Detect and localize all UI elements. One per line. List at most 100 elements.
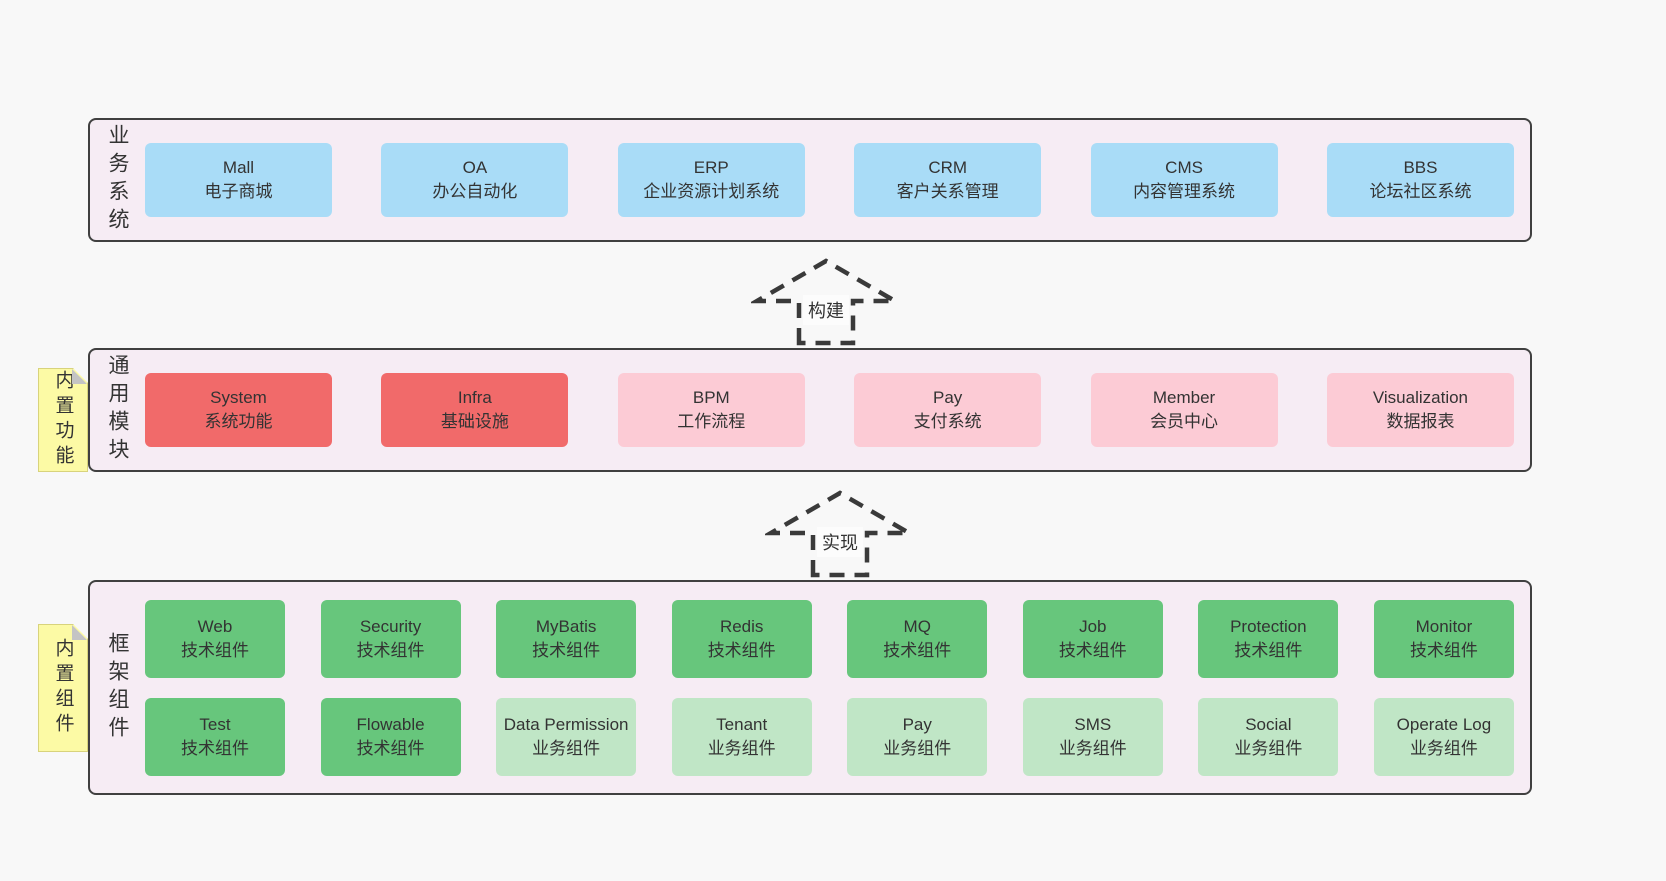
sticky-note-text: 内置功能 xyxy=(52,370,74,470)
node-title: Social xyxy=(1245,714,1292,734)
node-pay: Pay 支付系统 xyxy=(854,373,1042,447)
node-social: Social 业务组件 xyxy=(1198,698,1339,776)
node-title: Infra xyxy=(457,387,492,407)
node-subtitle: 工作流程 xyxy=(677,412,746,431)
node-mall: Mall 电子商城 xyxy=(145,143,332,217)
node-sms: SMS 业务组件 xyxy=(1022,698,1163,776)
node-subtitle: 技术组件 xyxy=(1409,641,1478,660)
node-mq: MQ 技术组件 xyxy=(847,600,988,678)
node-subtitle: 技术组件 xyxy=(1234,641,1303,660)
node-title: System xyxy=(210,387,267,407)
node-subtitle: 技术组件 xyxy=(883,641,952,660)
node-title: BPM xyxy=(692,387,730,407)
node-monitor: Monitor 技术组件 xyxy=(1373,600,1514,678)
node-title: SMS xyxy=(1074,714,1112,734)
sticky-note-builtin-features: 内置功能 xyxy=(38,368,88,472)
node-title: Pay xyxy=(902,714,932,734)
node-visualization: Visualization 数据报表 xyxy=(1326,373,1514,447)
node-title: CRM xyxy=(928,157,968,177)
node-subtitle: 电子商城 xyxy=(204,182,273,201)
node-title: MQ xyxy=(903,616,931,636)
node-mybatis: MyBatis 技术组件 xyxy=(496,600,637,678)
node-title: Monitor xyxy=(1415,616,1473,636)
node-bbs: BBS 论坛社区系统 xyxy=(1326,143,1514,217)
node-redis: Redis 技术组件 xyxy=(671,600,812,678)
node-title: Data Permission xyxy=(503,714,629,734)
node-test: Test 技术组件 xyxy=(145,698,285,776)
node-subtitle: 数据报表 xyxy=(1386,412,1455,431)
node-subtitle: 办公自动化 xyxy=(432,182,518,201)
node-security: Security 技术组件 xyxy=(320,600,461,678)
node-title: Operate Log xyxy=(1396,714,1492,734)
sticky-note-text: 内置组件 xyxy=(52,638,74,738)
node-subtitle: 企业资源计划系统 xyxy=(643,182,780,201)
node-title: MyBatis xyxy=(535,616,597,636)
node-title: Security xyxy=(359,616,422,636)
node-title: Visualization xyxy=(1372,387,1469,407)
node-subtitle: 技术组件 xyxy=(356,739,425,758)
node-title: Pay xyxy=(933,387,963,407)
node-subtitle: 系统功能 xyxy=(204,412,273,431)
layer-label-framework-components: 框架组件 xyxy=(106,631,129,744)
dashed-up-arrow-icon xyxy=(751,258,901,346)
node-title: Member xyxy=(1152,387,1216,407)
layer-label-business-systems: 业务系统 xyxy=(106,124,129,236)
node-protection: Protection 技术组件 xyxy=(1198,600,1339,678)
node-subtitle: 业务组件 xyxy=(1409,739,1478,758)
folded-corner-icon xyxy=(72,369,87,384)
node-title: Protection xyxy=(1230,616,1307,636)
node-system: System 系统功能 xyxy=(145,373,332,447)
node-subtitle: 支付系统 xyxy=(913,412,982,431)
node-subtitle: 业务组件 xyxy=(883,739,952,758)
node-title: CMS xyxy=(1165,157,1203,177)
implement-arrow-label: 实现 xyxy=(817,527,863,557)
node-subtitle: 客户关系管理 xyxy=(896,182,999,201)
node-subtitle: 技术组件 xyxy=(356,641,425,660)
node-title: Redis xyxy=(719,616,764,636)
node-subtitle: 技术组件 xyxy=(181,739,249,758)
node-title: OA xyxy=(462,157,488,177)
node-member: Member 会员中心 xyxy=(1090,373,1278,447)
implement-arrow: 实现 xyxy=(765,487,915,579)
node-subtitle: 业务组件 xyxy=(1234,739,1303,758)
node-subtitle: 业务组件 xyxy=(1058,739,1127,758)
node-subtitle: 技术组件 xyxy=(181,641,249,660)
node-subtitle: 业务组件 xyxy=(532,739,601,758)
node-flowable: Flowable 技术组件 xyxy=(320,698,461,776)
node-subtitle: 业务组件 xyxy=(707,739,776,758)
build-arrow: 构建 xyxy=(751,255,901,347)
node-subtitle: 内容管理系统 xyxy=(1133,182,1236,201)
node-subtitle: 会员中心 xyxy=(1150,412,1219,431)
node-title: Flowable xyxy=(356,714,425,734)
node-title: BBS xyxy=(1403,157,1438,177)
node-oa: OA 办公自动化 xyxy=(381,143,569,217)
node-subtitle: 技术组件 xyxy=(532,641,601,660)
node-subtitle: 技术组件 xyxy=(707,641,776,660)
node-title: Web xyxy=(197,616,233,636)
node-crm: CRM 客户关系管理 xyxy=(854,143,1042,217)
node-title: Test xyxy=(199,714,231,734)
layer-label-common-modules: 通用模块 xyxy=(106,354,129,466)
dashed-up-arrow-icon xyxy=(765,490,915,578)
sticky-note-builtin-components: 内置组件 xyxy=(38,624,88,752)
node-pay: Pay 业务组件 xyxy=(847,698,988,776)
node-web: Web 技术组件 xyxy=(145,600,285,678)
node-cms: CMS 内容管理系统 xyxy=(1090,143,1278,217)
build-arrow-label: 构建 xyxy=(803,295,849,325)
node-operate-log: Operate Log 业务组件 xyxy=(1373,698,1514,776)
node-subtitle: 论坛社区系统 xyxy=(1369,182,1472,201)
node-title: Mall xyxy=(222,157,255,177)
